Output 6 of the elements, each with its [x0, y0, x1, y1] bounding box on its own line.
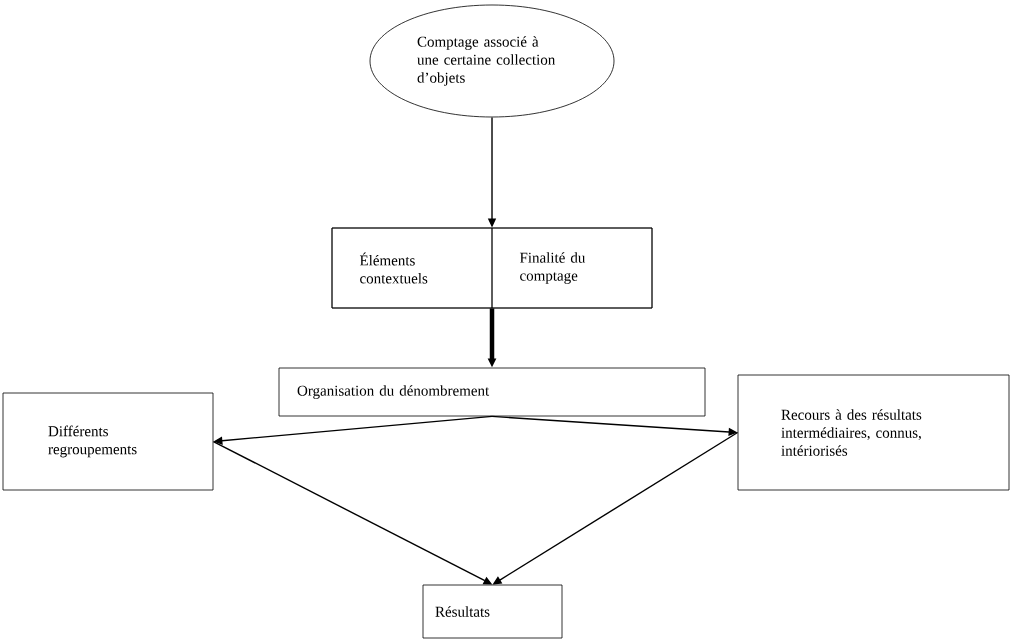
process-box: Différents regroupements	[2, 392, 214, 491]
process-box: Recours à des résultats intermédiaires, connus, intériorisés	[737, 374, 1010, 491]
process-box: Résultats	[422, 584, 563, 639]
process-box: Éléments contextuels	[331, 227, 493, 309]
process-box: Finalité du comptage	[491, 227, 653, 309]
process-box: Organisation du dénombrement	[278, 367, 706, 417]
